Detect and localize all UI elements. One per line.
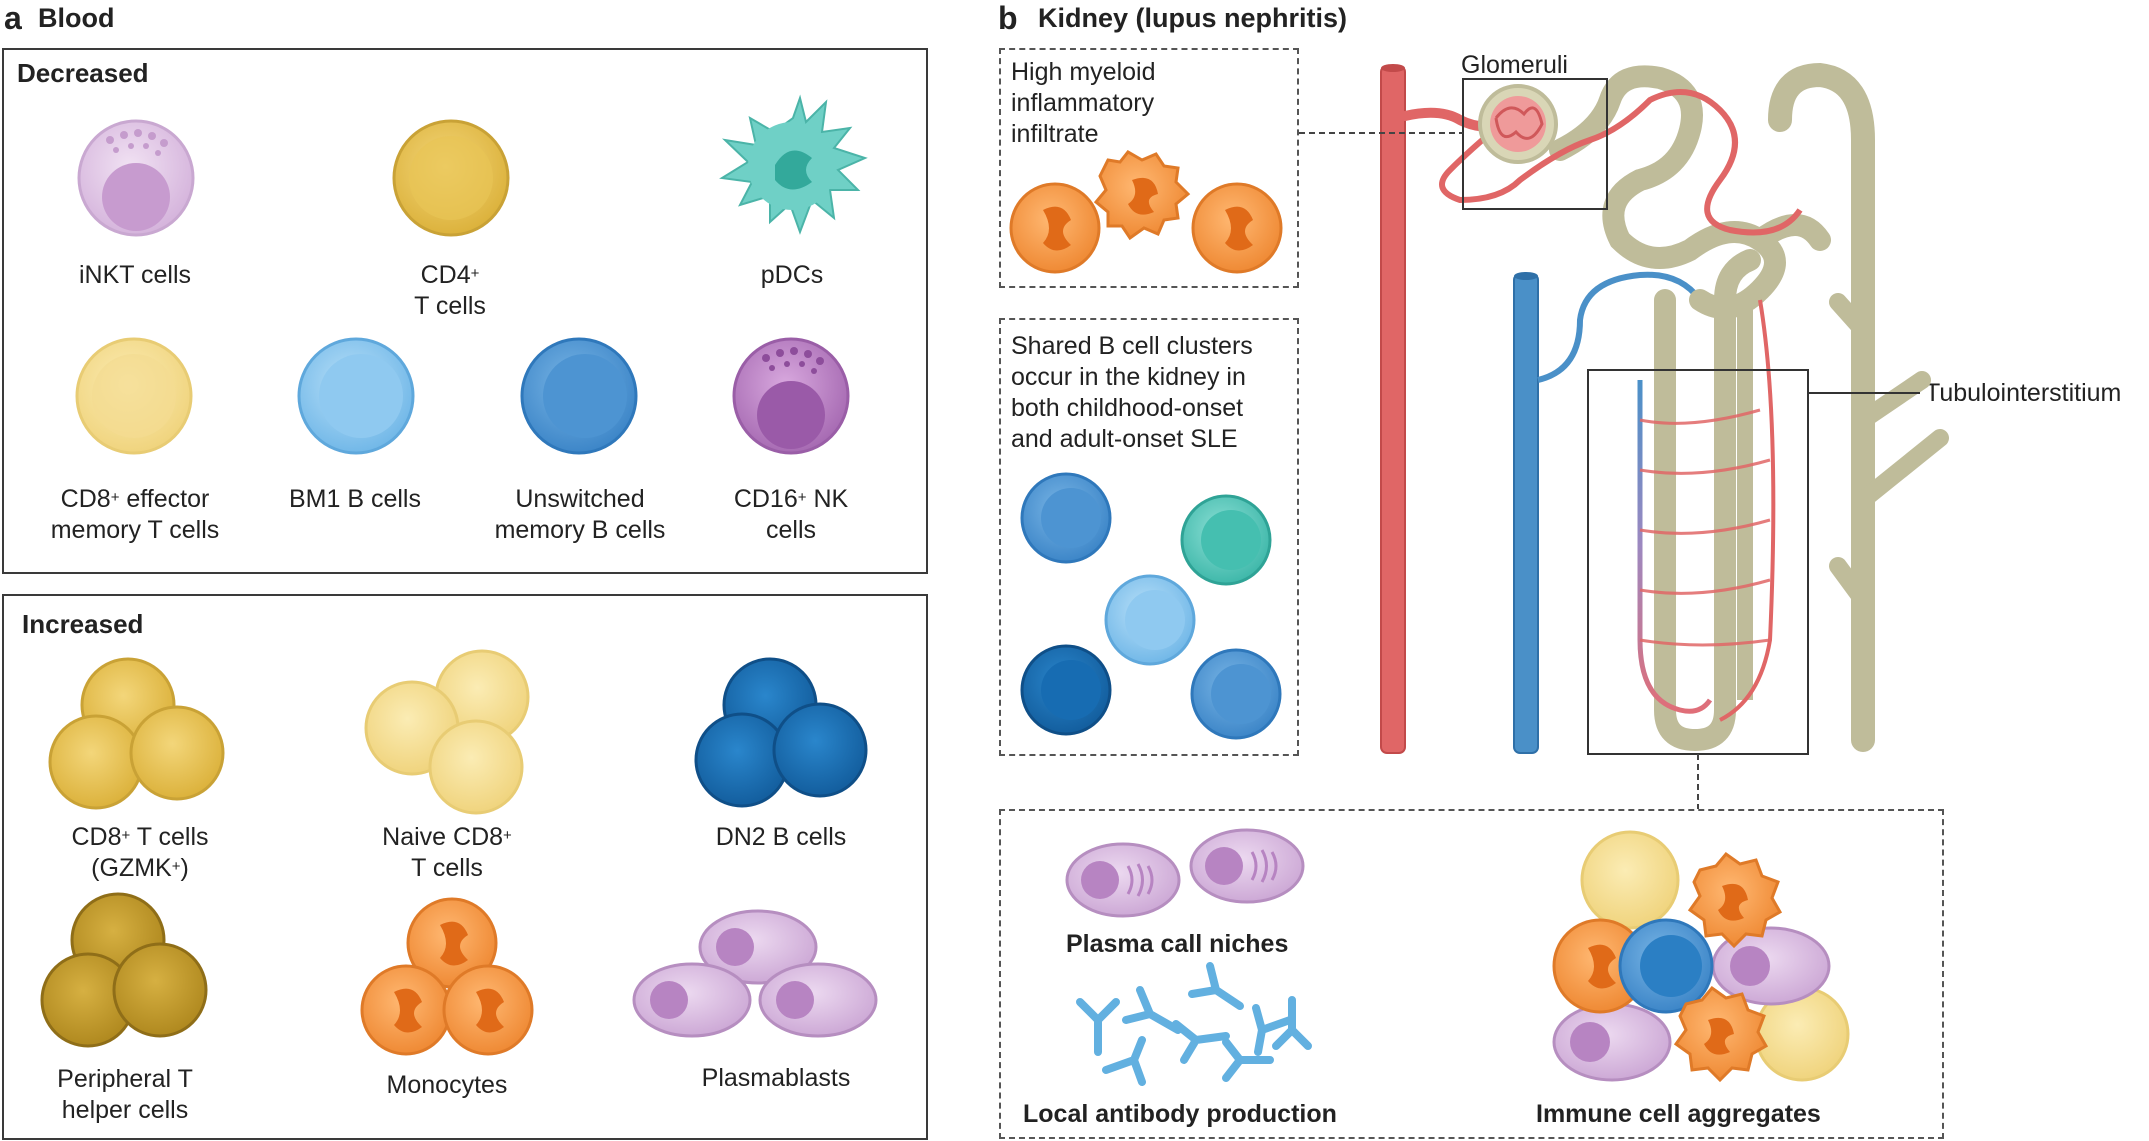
unswitched-memory-b-cell-icon (520, 337, 638, 455)
label-cd4-t-cells: CD4+T cells (414, 261, 486, 320)
plasmablast-cluster-icon (632, 909, 878, 1038)
panel-b-letter: b (998, 0, 1018, 36)
label-naive-cd8: Naive CD8+T cells (382, 823, 512, 882)
monocyte-cluster-icon (360, 897, 534, 1056)
label-monocytes: Monocytes (386, 1071, 508, 1099)
cd16-nk-cell-icon (732, 337, 850, 455)
dn2-b-cell-cluster-icon (694, 657, 868, 808)
increased-box (2, 594, 928, 1140)
inkt-cell-icon (77, 119, 195, 237)
label-dn2-b-cells: DN2 B cells (715, 823, 847, 851)
tubulointerstitium-label: Tubulointerstitium (1925, 379, 2122, 407)
bcell-cluster-box (999, 318, 1299, 756)
myeloid-monocyte-icons (1009, 150, 1283, 274)
myeloid-box (999, 48, 1299, 288)
nephron-illustration (1380, 62, 1949, 755)
pdc-cell-icon (719, 94, 868, 235)
cd8-effector-memory-cell-icon (75, 337, 193, 455)
label-bm1-b-cells: BM1 B cells (289, 485, 421, 513)
plasma-cell-icons (1065, 828, 1305, 918)
antibody-production-label: Local antibody production (1023, 1100, 1337, 1128)
cd4-t-cell-icon (392, 119, 510, 237)
bm1-b-cell-icon (297, 337, 415, 455)
antibody-icons (1076, 962, 1312, 1086)
decreased-box (2, 48, 928, 574)
panel-a-title: Blood (38, 3, 115, 33)
cd8-gzmk-cluster-icon (48, 657, 225, 810)
immune-aggregate-icons (1552, 830, 1850, 1083)
immune-aggregates-label: Immune cell aggregates (1536, 1100, 1821, 1128)
panel-b-title: Kidney (lupus nephritis) (1038, 3, 1348, 33)
decreased-heading: Decreased (17, 58, 149, 88)
label-inkt-cells: iNKT cells (78, 261, 192, 289)
naive-cd8-cluster-icon (364, 649, 530, 815)
shared-b-cell-icons (1020, 472, 1282, 740)
bottom-dashed-box (999, 809, 1944, 1139)
panel-a-letter: a (4, 0, 22, 36)
label-pdcs: pDCs (760, 261, 824, 289)
label-cd8-gzmk: CD8+ T cells(GZMK+) (71, 823, 209, 882)
label-plasmablasts: Plasmablasts (701, 1064, 851, 1092)
glomeruli-label: Glomeruli (1461, 51, 1568, 79)
increased-heading: Increased (22, 609, 144, 639)
plasma-niches-label: Plasma call niches (1066, 930, 1289, 958)
peripheral-t-helper-cluster-icon (40, 892, 208, 1048)
